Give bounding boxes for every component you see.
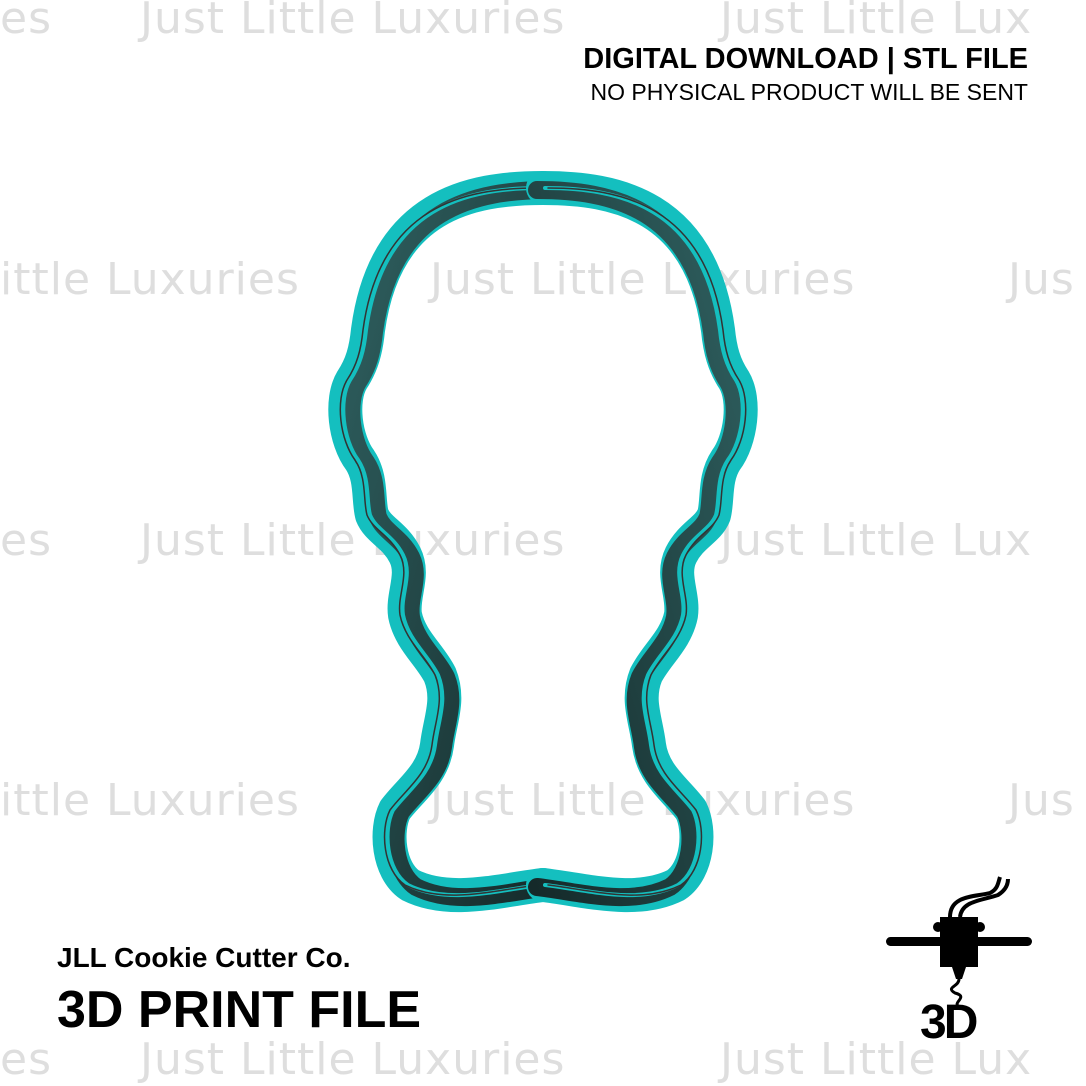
print-file-title: 3D PRINT FILE (57, 981, 422, 1039)
watermark: Just Little Luxuries (140, 1034, 566, 1085)
no-physical-product-note: NO PHYSICAL PRODUCT WILL BE SENT (590, 79, 1028, 105)
watermark: es (0, 515, 52, 566)
watermark: Just Little Luxuries (430, 775, 856, 826)
watermark: Just Little Luxuries (140, 0, 566, 44)
watermark: ittle Luxuries (0, 254, 300, 305)
watermark: Jus (1008, 254, 1075, 305)
3d-printer-icon (886, 876, 1032, 1009)
watermark: Just Little Lux (720, 515, 1033, 566)
watermark: Just Little Lux (720, 1034, 1033, 1085)
watermark: Just Little Lux (720, 0, 1033, 44)
watermark: es (0, 1034, 52, 1085)
watermark: Jus (1008, 775, 1075, 826)
watermark: Just Little Luxuries (430, 254, 856, 305)
watermark: es (0, 0, 52, 44)
watermark: Just Little Luxuries (140, 515, 566, 566)
brand-name: JLL Cookie Cutter Co. (57, 942, 351, 973)
3d-logo-text: 3D (920, 996, 978, 1049)
digital-download-label: DIGITAL DOWNLOAD | STL FILE (583, 43, 1028, 75)
watermark: ittle Luxuries (0, 775, 300, 826)
